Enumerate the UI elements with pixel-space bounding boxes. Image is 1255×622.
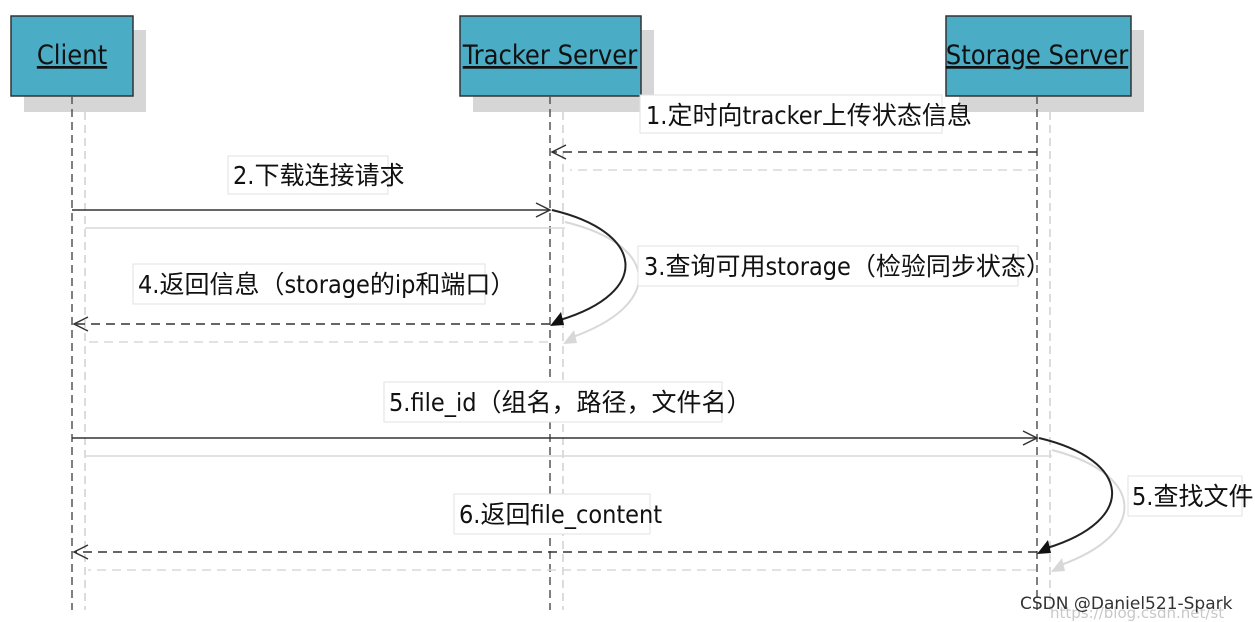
actor-client-label: Client [37, 40, 107, 71]
message-3-curve [551, 209, 627, 321]
message-1: 1.定时向tracker上传状态信息 [550, 94, 1037, 171]
watermark-url: https://blog.csdn.net/st [1050, 604, 1224, 622]
message-2-label: 2.下载连接请求 [233, 161, 404, 190]
message-3-arrowhead-shadow [563, 330, 577, 344]
message-4-label: 4.返回信息（storage的ip和端口） [138, 270, 515, 299]
message-4-label-bg [132, 263, 486, 305]
actor-storage: Storage Server [945, 15, 1144, 112]
message-5-arrowhead [1022, 430, 1039, 446]
actor-storage-box [945, 15, 1132, 97]
message-2-label-bg [227, 155, 389, 195]
message-6: 6.返回file_content [72, 493, 1037, 571]
message-5-label: 5.file_id（组名，路径，文件名） [389, 388, 752, 417]
message-5b-arrowhead-shadow [1051, 558, 1065, 572]
message-5b: 5.查找文件 [1037, 437, 1253, 572]
message-3-arrowhead [550, 312, 564, 326]
message-5: 5.file_id（组名，路径，文件名） [72, 381, 1052, 457]
message-4: 4.返回信息（storage的ip和端口） [72, 263, 550, 343]
actor-client-box [10, 15, 134, 97]
message-1-arrowhead [550, 144, 567, 160]
message-3-label: 3.查询可用storage（检验同步状态） [644, 252, 1051, 281]
actor-storage-label: Storage Server [946, 40, 1128, 71]
watermark-text: CSDN @Daniel521-Spark [1020, 594, 1233, 614]
message-1-label: 1.定时向tracker上传状态信息 [646, 101, 972, 130]
message-2: 2.下载连接请求 [72, 155, 565, 229]
message-5b-arrowhead [1037, 540, 1051, 554]
message-5b-label: 5.查找文件 [1132, 482, 1253, 511]
actor-client: Client [10, 15, 146, 112]
message-1-label-bg [639, 94, 943, 134]
actor-tracker-label: Tracker Server [462, 40, 638, 71]
message-5b-label-bg [1127, 475, 1243, 517]
message-4-arrowhead [72, 316, 89, 332]
message-6-label-bg [453, 493, 651, 535]
message-3: 3.查询可用storage（检验同步状态） [550, 209, 1051, 344]
message-5b-curve [1038, 437, 1113, 549]
message-3-shadow [564, 221, 640, 339]
message-3-label-bg [637, 245, 1019, 287]
message-6-arrowhead [72, 544, 89, 560]
message-2-arrowhead [535, 202, 552, 218]
message-5-label-bg [383, 381, 723, 423]
message-6-label: 6.返回file_content [459, 500, 662, 529]
actor-tracker-box [459, 15, 642, 97]
message-5b-shadow [1051, 449, 1126, 567]
actor-tracker: Tracker Server [459, 15, 654, 112]
